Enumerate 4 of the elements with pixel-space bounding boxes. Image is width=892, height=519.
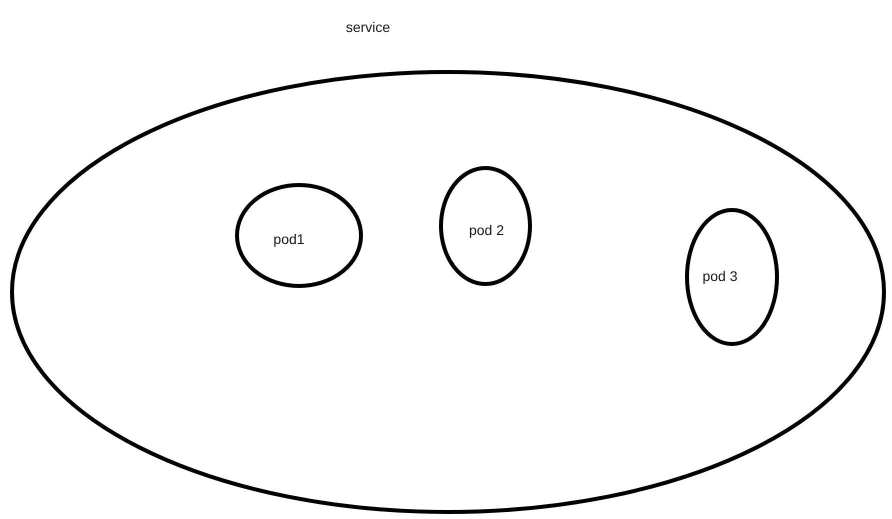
service-heading: service <box>346 18 390 36</box>
pod-label: pod 3 <box>702 267 738 285</box>
pod-label: pod1 <box>273 230 305 248</box>
pod-label: pod 2 <box>468 221 504 239</box>
